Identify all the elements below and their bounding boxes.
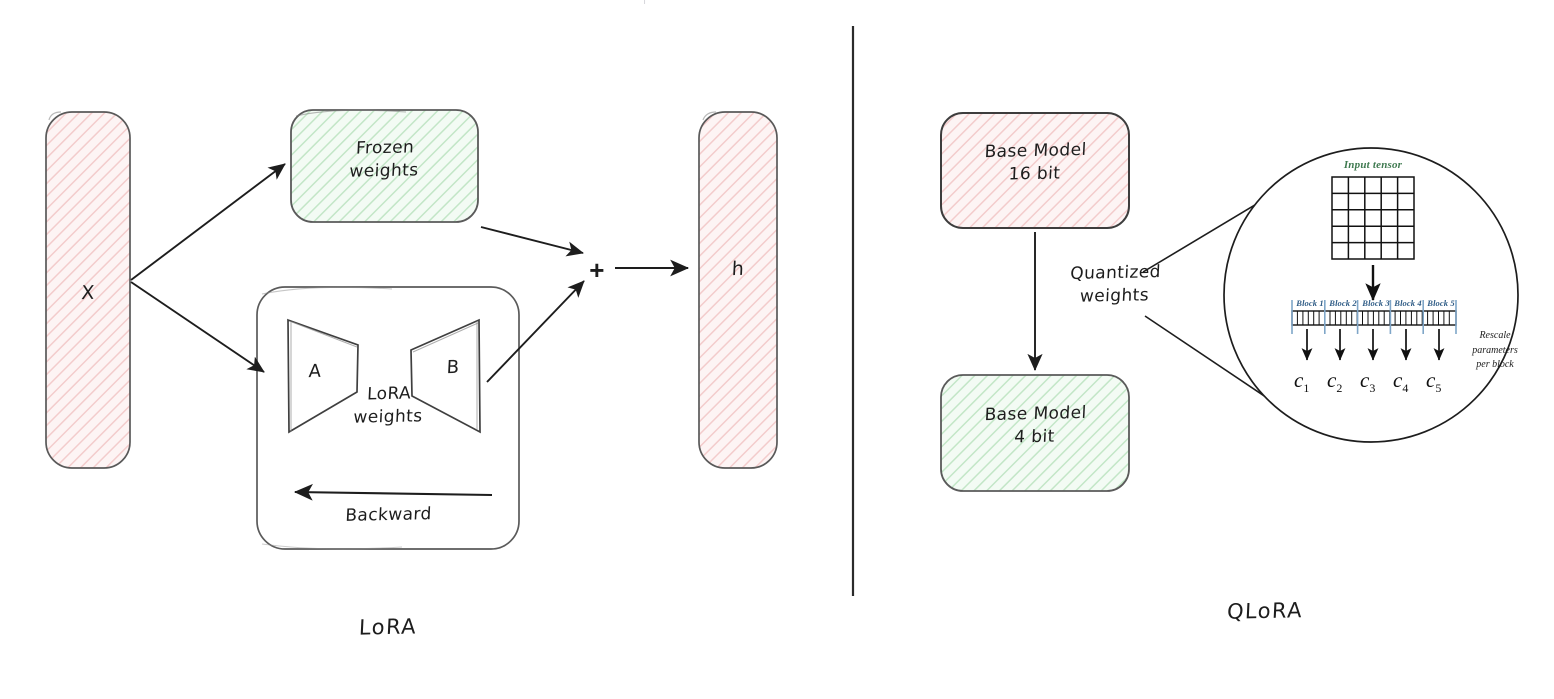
input-tensor-caption: Input tensor	[1343, 159, 1403, 171]
constant-c4-sub: 4	[1402, 381, 1409, 396]
base-model-16bit-box	[940, 112, 1130, 229]
arrow-lora-to-plus	[486, 280, 585, 383]
block-label-5: Block 5	[1427, 298, 1455, 308]
clipped-top-text: ·· ·· · ·| ·· ·· · ·· ·· ·· ·· ·· · ·· ·	[600, 0, 1020, 6]
constant-c4-base: c	[1393, 368, 1403, 392]
input-tensor-grid	[1331, 176, 1415, 260]
arrow-frozen-to-plus	[480, 226, 584, 257]
base-model-16bit-label: Base Model 16 bit	[984, 139, 1088, 185]
block-label-3: Block 3	[1362, 298, 1390, 308]
constant-c1-base: c	[1294, 368, 1304, 392]
section-label-lora: LoRA	[358, 614, 418, 640]
constant-c3: c3	[1360, 368, 1375, 396]
block-label-4: Block 4	[1394, 298, 1422, 308]
base-model-4bit-label: Base Model 4 bit	[984, 402, 1088, 448]
quantized-weights-label: Quantized weights	[1069, 262, 1162, 307]
constant-c2-base: c	[1327, 368, 1337, 392]
input-bar-x	[45, 111, 131, 469]
output-bar-h	[698, 111, 778, 469]
frozen-weights-label: Frozen weights	[348, 137, 419, 182]
constant-c1-sub: 1	[1303, 381, 1310, 396]
matrix-b-label: B	[446, 356, 460, 379]
constant-c2-sub: 2	[1336, 381, 1343, 396]
backward-label: Backward	[344, 504, 433, 526]
output-bar-label: h	[731, 257, 745, 281]
lora-weights-caption: LoRA weights	[352, 383, 423, 428]
backward-arrow	[293, 483, 493, 501]
combine-plus-symbol: +	[589, 255, 605, 285]
constant-c3-base: c	[1360, 368, 1370, 392]
section-label-qlora: QLoRA	[1226, 598, 1304, 624]
frozen-weights-box	[290, 109, 479, 223]
arrow-x-to-frozen	[130, 163, 286, 281]
lora-matrix-b	[410, 318, 481, 434]
arrow-x-to-lora	[130, 281, 265, 373]
block-label-2: Block 2	[1329, 298, 1357, 308]
constant-c5: c5	[1426, 368, 1441, 396]
block-strip	[1291, 300, 1457, 334]
constant-c5-sub: 5	[1435, 381, 1442, 396]
constant-c4: c4	[1393, 368, 1408, 396]
lora-weights-group-box	[256, 286, 520, 550]
constant-c5-base: c	[1426, 368, 1436, 392]
block-label-1: Block 1	[1296, 298, 1324, 308]
rescale-parameters-caption: Rescale parameters per block	[1472, 330, 1518, 370]
constant-c3-sub: 3	[1369, 381, 1376, 396]
matrix-a-label: A	[308, 360, 322, 383]
lora-matrix-a	[287, 318, 359, 434]
constant-c2: c2	[1327, 368, 1342, 396]
input-bar-label: X	[80, 281, 96, 305]
constant-c1: c1	[1294, 368, 1309, 396]
block-to-constant-arrows	[1301, 329, 1445, 361]
base-model-4bit-box	[940, 374, 1130, 492]
